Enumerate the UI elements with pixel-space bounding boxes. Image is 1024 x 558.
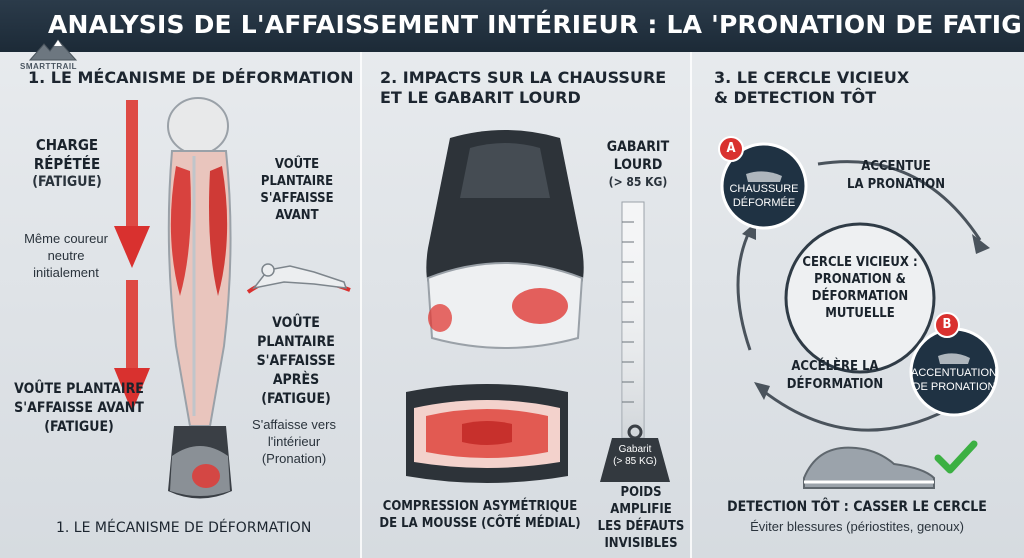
voute-avant-fatigue-label: VOÛTE PLANTAIRE S'AFFAISSE AVANT (FATIGU… — [4, 380, 154, 437]
gabarit-line: GABARIT — [606, 139, 670, 155]
compression-line: DE LA MOUSSE (CÔTÉ MÉDIAL) — [379, 516, 581, 531]
eviter-label: Éviter blessures (périostites, genoux) — [750, 519, 964, 534]
pronation-line: S'affaisse vers — [252, 417, 336, 432]
heading-line: ET LE GABARIT LOURD — [380, 88, 581, 107]
voute-line: S'AFFAISSE APRÈS — [256, 353, 336, 388]
logo-text: SMARTTRAIL — [20, 62, 77, 71]
pronation-line: l'intérieur — [267, 434, 321, 449]
panel-divider — [690, 52, 692, 558]
weight-icon — [600, 424, 670, 482]
node-b-line: DE PRONATION — [912, 381, 996, 393]
weight-line: (> 85 KG) — [613, 456, 657, 467]
page-title: ANALYSIS DE L'AFFAISSEMENT INTÉRIEUR : L… — [48, 10, 1024, 39]
leg-illustration — [167, 97, 232, 499]
charge-line: (FATIGUE) — [32, 174, 102, 190]
charge-line: RÉPÉTÉE — [33, 155, 101, 173]
node-a-line: CHAUSSURE — [729, 183, 799, 195]
cycle-center-label: CERCLE VICIEUX : PRONATION & DÉFORMATION… — [786, 254, 934, 322]
accelere-line: DÉFORMATION — [786, 377, 884, 392]
voute-line: PLANTAIRE — [260, 174, 334, 189]
compression-line: COMPRESSION ASYMÉTRIQUE — [382, 499, 578, 514]
center-line: MUTUELLE — [825, 306, 895, 321]
accentue-line: LA PRONATION — [847, 177, 945, 192]
shoe-illustration — [426, 130, 584, 349]
voute-line: VOÛTE PLANTAIRE — [257, 315, 335, 350]
sneaker-icon — [803, 446, 935, 489]
heading-line: & DETECTION TÔT — [714, 88, 877, 107]
detection-label: DETECTION TÔT : CASSER LE CERCLE — [727, 499, 987, 515]
check-icon — [934, 440, 978, 474]
voute-line: VOÛTE — [274, 157, 320, 172]
coureur-line: neutre — [47, 248, 85, 263]
foam-compression-illustration — [406, 384, 568, 483]
gabarit-line: LOURD — [613, 157, 663, 173]
coureur-line: initialement — [33, 265, 99, 280]
accentue-label: ACCENTUE LA PRONATION — [840, 158, 952, 194]
pronation-note: S'affaisse vers l'intérieur (Pronation) — [244, 416, 344, 467]
node-b-label: ACCENTUATION DE PRONATION — [902, 366, 1006, 394]
poids-label: POIDS AMPLIFIE LES DÉFAUTS INVISIBLES — [592, 484, 690, 552]
weight-gauge — [621, 201, 645, 439]
heading-line: 3. LE CERCLE VICIEUX — [714, 68, 910, 87]
panel-heading: 2. IMPACTS SUR LA CHAUSSURE ET LE GABARI… — [380, 68, 666, 108]
charge-line: CHARGE — [35, 136, 99, 154]
weight-line: Gabarit — [618, 444, 652, 455]
panel-mechanism: 1. LE MÉCANISME DE DÉFORMATION CHARGE RÉ… — [0, 52, 360, 558]
weight-label: Gabarit (> 85 KG) — [600, 444, 670, 468]
panel-impacts: 2. IMPACTS SUR LA CHAUSSURE ET LE GABARI… — [360, 52, 690, 558]
node-a-circle — [720, 142, 808, 230]
title-bar — [0, 0, 1024, 52]
compression-label: COMPRESSION ASYMÉTRIQUE DE LA MOUSSE (CÔ… — [364, 498, 596, 532]
pronation-line: (Pronation) — [261, 451, 327, 466]
voute-apres-label: VOÛTE PLANTAIRE S'AFFAISSE APRÈS (FATIGU… — [232, 314, 360, 409]
voute-line: (FATIGUE) — [261, 391, 331, 407]
load-arrow-icon — [114, 100, 150, 412]
panel-divider — [360, 52, 362, 558]
center-line: CERCLE VICIEUX : — [802, 255, 918, 270]
accelere-line: ACCÉLÈRE LA — [791, 359, 879, 374]
voute-line: S'AFFAISSE — [260, 191, 334, 206]
poids-line: POIDS AMPLIFIE — [610, 485, 672, 517]
accelere-label: ACCÉLÈRE LA DÉFORMATION — [776, 358, 894, 394]
voute-line: VOÛTE PLANTAIRE — [14, 381, 144, 397]
logo-mountain-icon — [28, 39, 78, 61]
foot-skeleton-illustration — [246, 263, 351, 294]
voute-line: (FATIGUE) — [44, 419, 114, 435]
node-b-circle — [909, 327, 999, 417]
badge-a-icon — [718, 136, 744, 162]
badge-b: B — [942, 317, 952, 332]
panel-footer: 1. LE MÉCANISME DE DÉFORMATION — [56, 520, 312, 536]
center-line: DÉFORMATION — [811, 289, 909, 304]
panel-cycle: 3. LE CERCLE VICIEUX & DETECTION TÔT A C… — [690, 52, 1024, 558]
node-a-label: CHAUSSURE DÉFORMÉE — [722, 182, 806, 210]
panel-heading: 3. LE CERCLE VICIEUX & DETECTION TÔT — [714, 68, 909, 108]
charge-label: CHARGE RÉPÉTÉE (FATIGUE) — [22, 136, 112, 191]
gabarit-label: GABARIT LOURD (> 85 KG) — [592, 138, 684, 191]
center-line: PRONATION & — [814, 272, 906, 287]
voute-avant-label: VOÛTE PLANTAIRE S'AFFAISSE AVANT — [252, 156, 342, 224]
poids-line: LES DÉFAUTS — [597, 519, 685, 534]
accentue-line: ACCENTUE — [861, 159, 931, 174]
node-b-line: ACCENTUATION — [911, 367, 997, 379]
node-a-line: DÉFORMÉE — [732, 197, 796, 209]
badge-b-icon — [934, 312, 960, 338]
coureur-note: Même coureur neutre initialement — [16, 230, 116, 281]
coureur-line: Même coureur — [24, 231, 108, 246]
voute-line: AVANT — [275, 208, 319, 223]
poids-line: INVISIBLES — [604, 536, 678, 551]
panel-heading: 1. LE MÉCANISME DE DÉFORMATION — [28, 68, 354, 87]
badge-a: A — [726, 141, 736, 156]
gabarit-line: (> 85 KG) — [608, 175, 668, 189]
voute-line: S'AFFAISSE AVANT — [14, 400, 144, 416]
heading-line: 2. IMPACTS SUR LA CHAUSSURE — [380, 68, 667, 87]
